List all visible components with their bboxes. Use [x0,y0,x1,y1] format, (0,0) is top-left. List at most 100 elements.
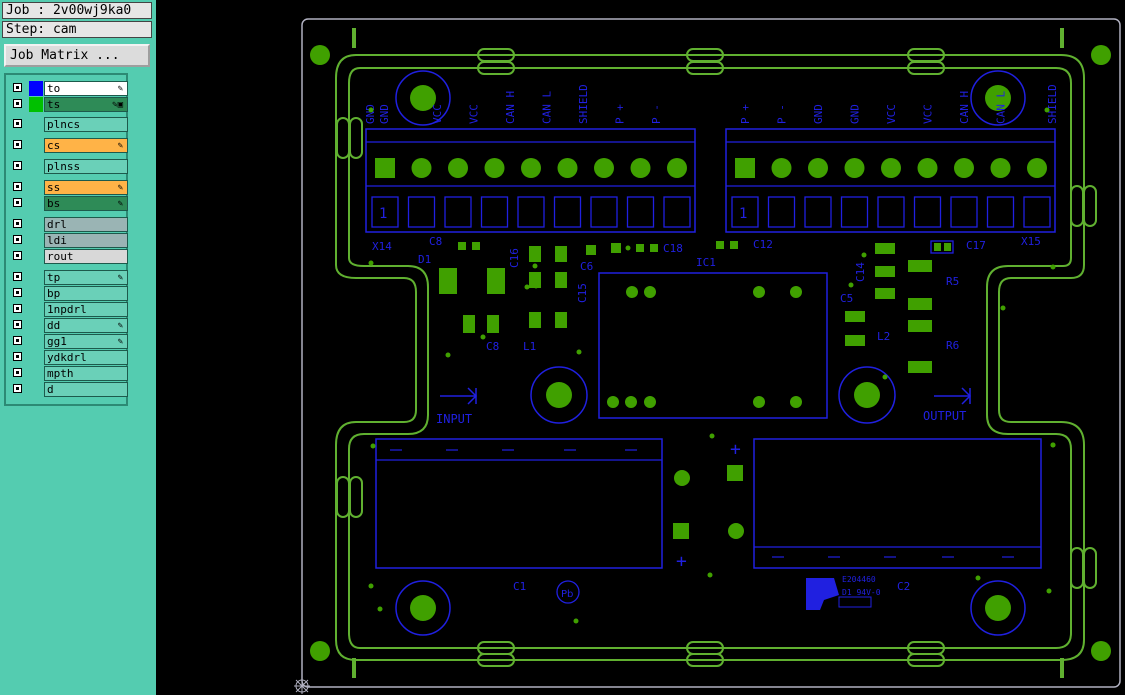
tab-slot [336,117,350,159]
smd-pad [555,272,567,288]
layer-name[interactable]: mpth [44,366,128,381]
mount-hole-pad [854,382,880,408]
layer-row-mpth[interactable]: mpth [10,366,130,381]
smd-pad [875,288,895,299]
layer-checkbox[interactable] [13,219,22,228]
via [576,349,582,355]
c17-outline [930,240,954,254]
smd-pad [845,335,865,346]
connector-pin-label: P - [776,104,789,124]
layer-checkbox[interactable] [13,99,22,108]
layer-row-d[interactable]: d [10,382,130,397]
pin-pad [594,158,614,178]
tab-slot [349,476,363,518]
pin-pad [484,158,505,178]
smd-pad [908,260,932,272]
layer-name[interactable]: bp [44,286,128,301]
refdes-label: C17 [966,239,986,252]
connector-pin-label: CAN L [541,91,554,124]
layer-checkbox[interactable] [13,368,22,377]
layer-row-to[interactable]: to✎ [10,81,130,96]
breakaway-tabs [336,28,1097,678]
pin-pad [844,158,865,178]
board-outline [301,18,1121,688]
edit-flag-icon: ✎ [117,84,123,94]
layer-row-dd[interactable]: dd✎ [10,318,130,333]
layer-checkbox[interactable] [13,336,22,345]
layer-checkbox[interactable] [13,119,22,128]
terminal-box [407,196,436,228]
layer-name[interactable]: rout [44,249,128,264]
connector-pin-label: SHIELD [1046,84,1059,124]
layer-checkbox[interactable] [13,272,22,281]
layer-row-ldi[interactable]: ldi [10,233,130,248]
layer-row-plnss[interactable]: plnss [10,159,130,174]
layer-checkbox[interactable] [13,235,22,244]
smd-pad [458,242,466,250]
layer-checkbox[interactable] [13,304,22,313]
layer-name[interactable]: 1npdrl [44,302,128,317]
layer-name[interactable]: to✎ [44,81,128,96]
layer-checkbox[interactable] [13,198,22,207]
layer-row-ss[interactable]: ss✎ [10,180,130,195]
input-arrow-icon [440,387,478,405]
via [1050,442,1056,448]
via [524,284,530,290]
layer-checkbox[interactable] [13,352,22,361]
layer-row-ydkdrl[interactable]: ydkdrl [10,350,130,365]
layer-name[interactable]: dd✎ [44,318,128,333]
smd-pad [529,312,541,328]
layer-row-gg1[interactable]: gg1✎ [10,334,130,349]
layer-color-swatch[interactable] [29,97,43,112]
layer-checkbox[interactable] [13,140,22,149]
smd-pad [908,298,932,310]
layer-row-ts[interactable]: ts✎▣ [10,97,130,112]
layer-name[interactable]: plnss [44,159,128,174]
layer-name[interactable]: drl [44,217,128,232]
layer-row-drl[interactable]: drl [10,217,130,232]
layer-checkbox[interactable] [13,161,22,170]
layer-name[interactable]: gg1✎ [44,334,128,349]
connector-x15: 1 [725,128,1056,233]
layer-row-1npdrl[interactable]: 1npdrl [10,302,130,317]
layer-name[interactable]: plncs [44,117,128,132]
pin-pad [411,158,432,178]
layer-row-bs[interactable]: bs✎ [10,196,130,211]
layer-name[interactable]: ydkdrl [44,350,128,365]
layer-checkbox[interactable] [13,251,22,260]
smd-pad [586,245,596,255]
layer-row-rout[interactable]: rout [10,249,130,264]
layer-row-cs[interactable]: cs✎ [10,138,130,153]
layer-checkbox[interactable] [13,384,22,393]
layer-row-bp[interactable]: bp [10,286,130,301]
layer-row-tp[interactable]: tp✎ [10,270,130,285]
connector-pin-label: GND [812,104,825,124]
logo-text: D1 94V-0 [842,588,881,597]
job-matrix-button[interactable]: Job Matrix ... [4,44,150,67]
layer-name[interactable]: bs✎ [44,196,128,211]
layer-name[interactable]: d [44,382,128,397]
mounting-holes [310,45,1111,661]
layer-checkbox[interactable] [13,182,22,191]
layer-name[interactable]: ts✎▣ [44,97,128,112]
layer-checkbox[interactable] [13,83,22,92]
layer-name[interactable]: cs✎ [44,138,128,153]
smd-pad [908,361,932,373]
layer-name[interactable]: tp✎ [44,270,128,285]
ic-pad [790,286,802,298]
layer-checkbox[interactable] [13,320,22,329]
smd-pad [439,268,457,294]
vias [368,107,1056,624]
layer-row-plncs[interactable]: plncs [10,117,130,132]
via [532,263,538,269]
pin-pad [630,158,651,178]
layer-name[interactable]: ldi [44,233,128,248]
layer-color-swatch[interactable] [29,81,43,96]
via [1046,588,1052,594]
layer-checkbox[interactable] [13,288,22,297]
ic-pad [626,286,638,298]
via [445,352,451,358]
layer-name[interactable]: ss✎ [44,180,128,195]
